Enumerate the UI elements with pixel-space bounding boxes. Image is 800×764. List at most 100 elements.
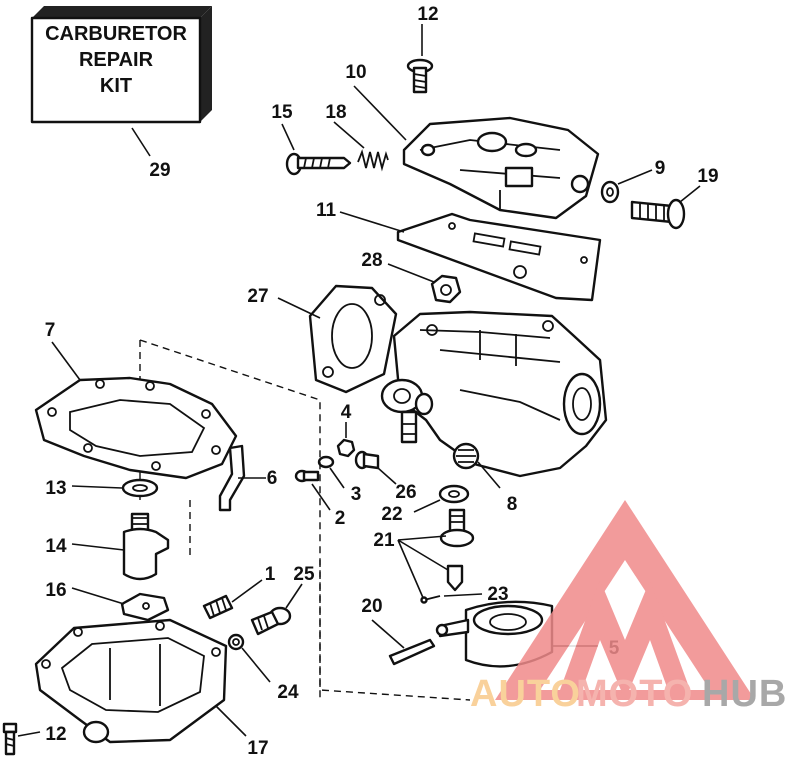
screw-12-top: [406, 58, 434, 94]
callout-28: 28: [361, 250, 382, 271]
callout-12-bottom: 12: [45, 724, 66, 745]
callout-2: 2: [335, 508, 346, 529]
screw-19: [630, 198, 686, 230]
callout-23: 23: [487, 584, 508, 605]
leader-16: [71, 587, 125, 605]
callout-1: 1: [265, 564, 276, 585]
leader-1: [231, 579, 263, 603]
leader-23: [443, 593, 483, 597]
callout-21: 21: [373, 530, 395, 551]
kit-box-side: [200, 6, 212, 122]
oring-24: [227, 633, 245, 651]
leader-10: [353, 85, 407, 141]
leader-3: [329, 467, 345, 489]
gasket-11: [396, 212, 602, 302]
callout-29: 29: [149, 160, 170, 181]
kit-line-1: CARBURETOR: [45, 23, 187, 45]
washer-3: [317, 455, 335, 469]
callout-11: 11: [316, 200, 337, 221]
bowl-gasket-7: [34, 376, 238, 480]
leader-2: [311, 483, 331, 511]
spring-18: [357, 149, 389, 172]
leader-17: [215, 705, 247, 737]
leader-27: [277, 297, 321, 319]
kit-box-front: [30, 16, 202, 124]
jet-8: [452, 442, 480, 470]
leader-18: [333, 121, 365, 149]
callout-13: 13: [45, 478, 66, 499]
float-pin-20: [388, 638, 436, 666]
callout-17: 17: [247, 738, 268, 759]
leader-13: [71, 485, 123, 489]
washer-9: [600, 180, 620, 204]
leader-9: [617, 169, 653, 185]
automotohub-watermark: AUTO MOTO HUB: [470, 500, 787, 715]
leader-7: [51, 341, 81, 381]
idle-screw-15: [285, 152, 352, 176]
callout-9: 9: [655, 158, 666, 179]
callout-numbers: 12 10 15 18 29 9 19 11 28 27 7 4 6 3 26 …: [45, 4, 719, 759]
screw-12-bottom: [2, 722, 18, 756]
washer-22: [438, 484, 470, 504]
watermark-moto: MOTO: [576, 673, 693, 715]
callout-16: 16: [45, 580, 66, 601]
callout-8: 8: [507, 494, 518, 515]
carburetor-body: [380, 310, 608, 478]
callout-19: 19: [697, 166, 718, 187]
callout-12-top: 12: [417, 4, 438, 25]
throttle-cover-10: [402, 116, 600, 220]
assembly-line-bottom: [319, 560, 471, 701]
leader-8: [477, 461, 501, 489]
leader-19: [679, 185, 701, 203]
leader-21: [397, 535, 449, 601]
watermark-triangle-icon: [495, 500, 755, 700]
kit-box-top: [32, 6, 212, 18]
callout-15: 15: [271, 102, 293, 123]
nut-28: [430, 274, 462, 304]
leader-25: [285, 583, 303, 609]
screw-25: [250, 606, 292, 636]
callout-25: 25: [293, 564, 315, 585]
leader-22: [413, 499, 441, 513]
callout-4: 4: [341, 402, 352, 423]
callout-14: 14: [45, 536, 67, 557]
leader-11: [339, 211, 405, 233]
callout-26: 26: [395, 482, 416, 503]
callout-7: 7: [45, 320, 56, 341]
leader-14: [71, 543, 125, 551]
watermark-auto: AUTO: [470, 673, 581, 715]
callout-20: 20: [361, 596, 382, 617]
leader-24: [241, 647, 271, 683]
kit-line-3: KIT: [100, 75, 132, 97]
callout-3: 3: [351, 484, 362, 505]
nut-4: [336, 438, 356, 458]
kit-line-2: REPAIR: [79, 49, 154, 71]
screw-26: [354, 450, 380, 470]
screw-2: [294, 469, 320, 483]
callout-24: 24: [277, 682, 299, 703]
gasket-16: [120, 592, 170, 622]
callout-10: 10: [345, 62, 366, 83]
leader-26: [377, 467, 397, 485]
callout-22: 22: [381, 504, 402, 525]
washer-13: [121, 478, 159, 498]
callout-6: 6: [267, 468, 278, 489]
needle-seat-21: [439, 508, 475, 592]
float-bowl-17: [34, 618, 228, 744]
flange-gasket-27: [308, 284, 398, 394]
leader-29: [131, 127, 151, 157]
tube-6: [218, 444, 246, 512]
leader-28: [387, 263, 435, 283]
leader-12-bottom: [17, 731, 41, 737]
leader-15: [281, 123, 295, 151]
watermark-hub: HUB: [702, 673, 787, 715]
spring-1: [202, 594, 234, 620]
repair-kit-box: CARBURETOR REPAIR KIT: [30, 6, 212, 124]
callout-18: 18: [325, 102, 346, 123]
leader-20: [371, 619, 405, 649]
pump-14: [122, 512, 170, 581]
pin-23: [420, 595, 441, 604]
callout-27: 27: [247, 286, 268, 307]
